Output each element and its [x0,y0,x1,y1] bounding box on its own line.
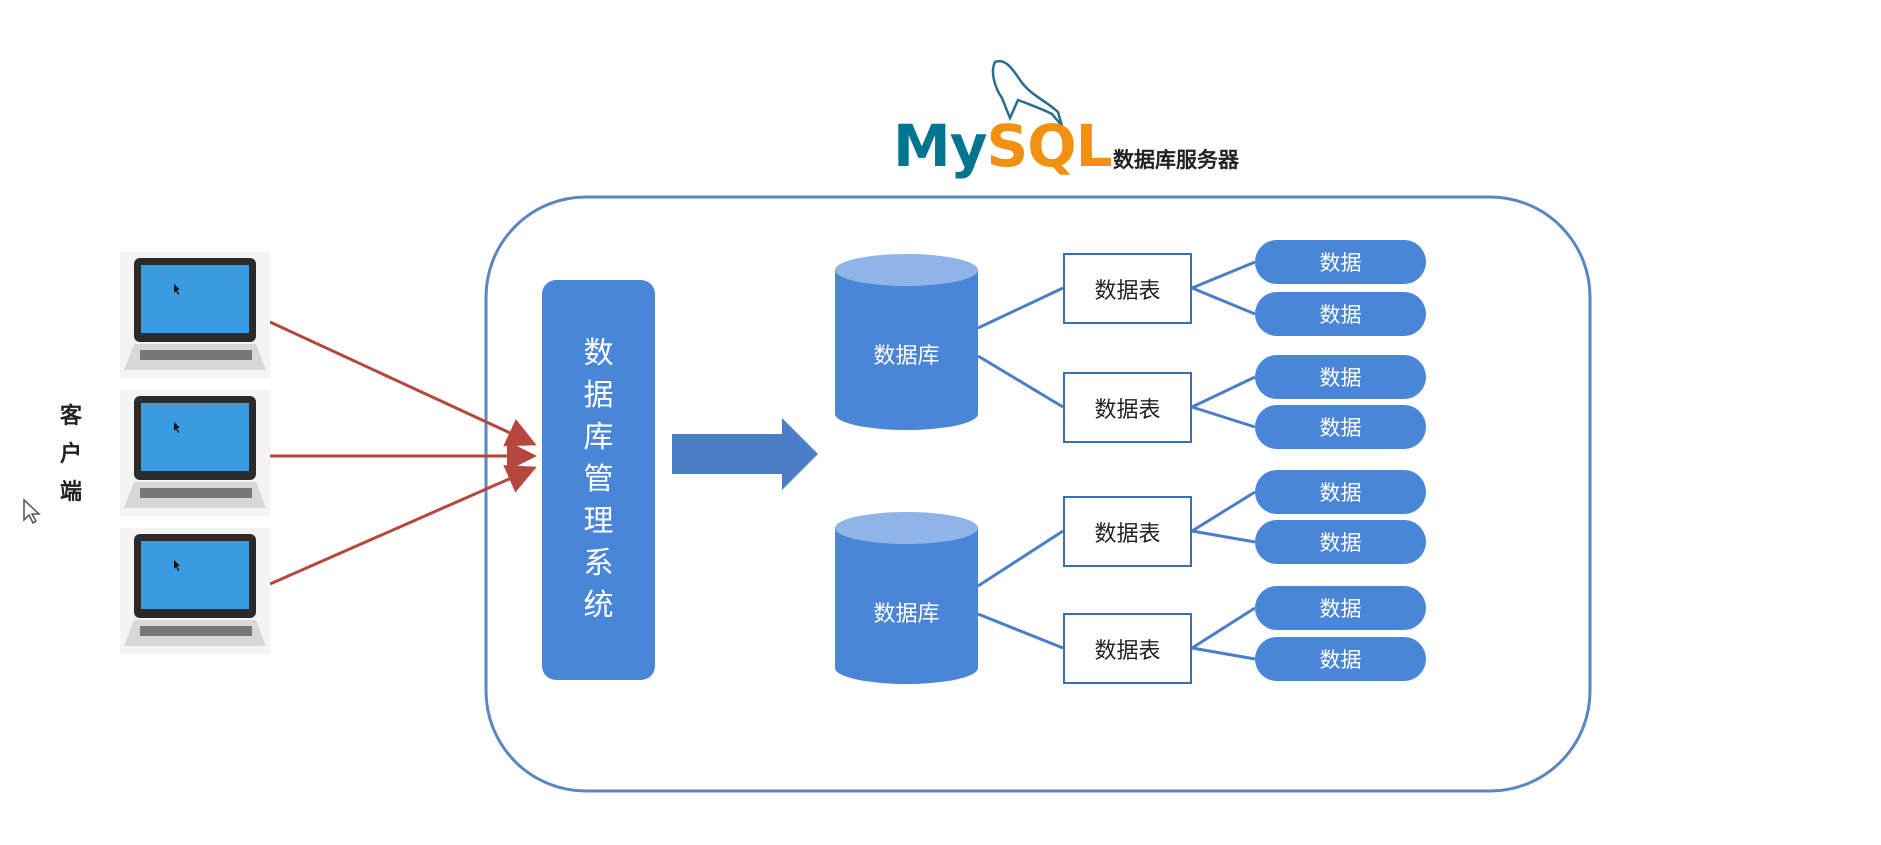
data-pill: 数据 [1255,405,1426,449]
database-label: 数据库 [873,602,940,627]
data-pill: 数据 [1255,355,1426,399]
laptop-icon [120,252,270,378]
data-pill: 数据 [1255,637,1426,681]
connector-lines [977,260,1256,661]
laptop-icon [120,390,270,516]
data-pill: 数据 [1255,470,1426,514]
server-container [484,195,1592,793]
data-pill: 数据 [1255,240,1426,284]
data-pill: 数据 [1255,586,1426,630]
laptop-icon [120,528,270,654]
database-cylinder [835,254,978,430]
database-cylinder [835,512,978,684]
database-label: 数据库 [873,344,940,369]
client-label: 客户端 [60,404,83,505]
cursor-icon [23,498,41,524]
table-box: 数据表 [1063,253,1192,324]
data-pill: 数据 [1255,292,1426,336]
table-box: 数据表 [1063,613,1192,684]
table-box: 数据表 [1063,372,1192,443]
table-box: 数据表 [1063,496,1192,567]
arrow-right-icon [672,418,818,490]
data-pill: 数据 [1255,520,1426,564]
client-connections [264,320,537,586]
server-label: 数据库服务器 [1113,148,1239,172]
mysql-logo: MySQL [893,112,1113,180]
dbms-block: 数据库管理系统 [542,280,655,680]
mysql-dolphin-icon [991,59,1064,127]
